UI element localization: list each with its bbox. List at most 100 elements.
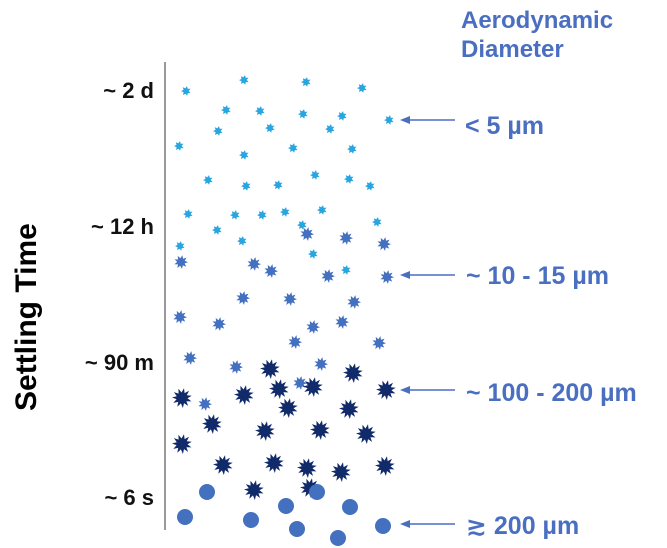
particle-small <box>237 236 247 246</box>
legend-title: Aerodynamic Diameter <box>461 6 613 64</box>
particle-medium <box>247 257 261 271</box>
particle-medium <box>212 317 226 331</box>
particle-small <box>384 115 394 125</box>
particle-small <box>181 86 191 96</box>
time-label-90m: ~ 90 m <box>84 350 154 375</box>
particle-large <box>255 421 275 441</box>
particle-coarse <box>199 484 215 500</box>
particle-large <box>244 480 264 500</box>
particle-coarse <box>289 521 305 537</box>
particle-small <box>230 210 240 220</box>
particle-medium <box>372 336 386 350</box>
particle-medium <box>173 310 187 324</box>
particle-large <box>303 377 323 397</box>
particle-medium <box>293 376 307 390</box>
particle-small <box>308 249 318 259</box>
particle-medium <box>347 295 361 309</box>
time-label-2d: ~ 2 d <box>103 78 154 103</box>
particle-coarse <box>278 498 294 514</box>
particle-large <box>202 414 222 434</box>
particle-large <box>213 455 233 475</box>
particle-small <box>347 144 357 154</box>
arrow-100-200 <box>400 386 455 394</box>
particle-medium <box>380 270 394 284</box>
particle-medium <box>198 397 212 411</box>
particle-small <box>183 209 193 219</box>
particle-small <box>301 77 311 87</box>
particle-medium <box>339 231 353 245</box>
size-label-10-15: ~ 10 - 15 µm <box>466 262 609 290</box>
particle-large <box>172 434 192 454</box>
particle-small <box>297 220 307 230</box>
particle-medium <box>283 292 297 306</box>
particle-small <box>265 123 275 133</box>
particle-small <box>221 105 231 115</box>
arrows-group <box>400 116 455 528</box>
particle-medium <box>335 315 349 329</box>
particle-large <box>356 424 376 444</box>
particle-small <box>344 174 354 184</box>
particle-medium <box>314 357 328 371</box>
particle-large <box>339 399 359 419</box>
particle-medium <box>174 255 188 269</box>
particle-large <box>375 456 395 476</box>
particle-medium <box>236 291 250 305</box>
arrow-gt200 <box>400 520 455 528</box>
particle-medium <box>264 264 278 278</box>
particle-coarse <box>177 509 193 525</box>
particle-large <box>278 398 298 418</box>
particle-small <box>212 225 222 235</box>
particle-medium <box>321 269 335 283</box>
particle-large <box>264 453 284 473</box>
particle-small <box>213 126 223 136</box>
particle-large <box>343 363 363 383</box>
particle-small <box>337 111 347 121</box>
particle-small <box>175 241 185 251</box>
size-label-gt200: ≳ 200 µm <box>466 512 580 540</box>
particle-large <box>376 380 396 400</box>
particle-medium <box>377 237 391 251</box>
particle-large <box>172 388 192 408</box>
particle-small <box>257 210 267 220</box>
arrow-lt5 <box>400 116 455 124</box>
particle-small <box>288 143 298 153</box>
particle-large <box>234 385 254 405</box>
particles-group <box>172 75 396 546</box>
particle-coarse <box>309 484 325 500</box>
particle-small <box>365 181 375 191</box>
particle-small <box>372 217 382 227</box>
particle-large <box>331 462 351 482</box>
time-label-12h: ~ 12 h <box>91 214 154 239</box>
particle-coarse <box>243 512 259 528</box>
particle-large <box>269 379 289 399</box>
particle-small <box>241 181 251 191</box>
particle-small <box>174 141 184 151</box>
particle-small <box>298 109 308 119</box>
particle-small <box>273 180 283 190</box>
particle-medium <box>306 320 320 334</box>
particle-medium <box>288 335 302 349</box>
particle-medium <box>300 227 314 241</box>
particle-large <box>310 420 330 440</box>
particle-small <box>239 150 249 160</box>
particle-small <box>239 75 249 85</box>
particle-coarse <box>330 530 346 546</box>
particle-medium <box>229 360 243 374</box>
particle-coarse <box>342 499 358 515</box>
particle-small <box>280 207 290 217</box>
time-label-6s: ~ 6 s <box>104 485 154 510</box>
legend-title-line1: Aerodynamic <box>461 7 614 34</box>
particle-small <box>357 83 367 93</box>
particle-small <box>203 175 213 185</box>
particle-coarse <box>375 518 391 534</box>
particle-small <box>317 205 327 215</box>
particle-small <box>310 170 320 180</box>
size-label-100-200: ~ 100 - 200 µm <box>466 379 637 407</box>
particle-medium <box>183 351 197 365</box>
arrow-10-15 <box>400 271 455 279</box>
particle-small <box>341 265 351 275</box>
particle-small <box>325 124 335 134</box>
legend-title-line2: Diameter <box>461 36 564 63</box>
size-label-lt5: < 5 µm <box>465 112 545 140</box>
